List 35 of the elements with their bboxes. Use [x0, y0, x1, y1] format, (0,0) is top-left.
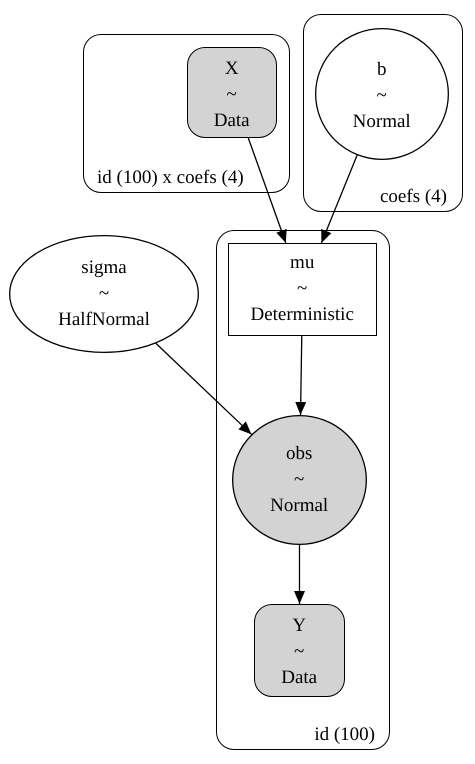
variable-name: b — [376, 58, 386, 82]
distribution-name: HalfNormal — [58, 308, 150, 332]
observed-variable-circle — [232, 414, 367, 545]
variable-name: Y — [292, 614, 306, 638]
plate-box — [303, 14, 463, 212]
tilde-symbol: ~ — [98, 282, 110, 306]
distribution-name: Data — [214, 109, 250, 134]
plate-label: id (100) x coefs (4) — [97, 167, 244, 189]
variable-name: X — [224, 57, 239, 82]
variable-name: mu — [290, 251, 314, 276]
arrow — [295, 336, 306, 416]
distribution-name: Normal — [270, 494, 328, 518]
tilde-symbol: ~ — [294, 640, 304, 664]
arrow — [248, 138, 287, 244]
tilde-symbol: ~ — [294, 468, 304, 492]
distribution-name: Data — [281, 666, 318, 690]
arrow — [320, 155, 358, 244]
tilde-symbol: ~ — [226, 83, 237, 108]
variable-circle — [314, 28, 449, 160]
arrow — [155, 342, 252, 435]
variable-name: sigma — [81, 256, 127, 280]
distribution-name: Deterministic — [250, 303, 354, 328]
distribution-name: Normal — [352, 110, 411, 134]
tilde-symbol: ~ — [376, 84, 387, 108]
deterministic-box — [228, 242, 377, 336]
tilde-symbol: ~ — [297, 277, 308, 302]
arrow — [294, 545, 305, 604]
observed-data-box — [186, 46, 277, 138]
plate-box — [83, 34, 290, 193]
variable-name: obs — [286, 442, 312, 466]
observed-data-box — [254, 604, 345, 697]
plate-label: coefs (4) — [380, 186, 447, 208]
plate-box — [216, 230, 390, 750]
variable-ellipse — [9, 235, 199, 353]
plate-label: id (100) — [314, 724, 375, 746]
